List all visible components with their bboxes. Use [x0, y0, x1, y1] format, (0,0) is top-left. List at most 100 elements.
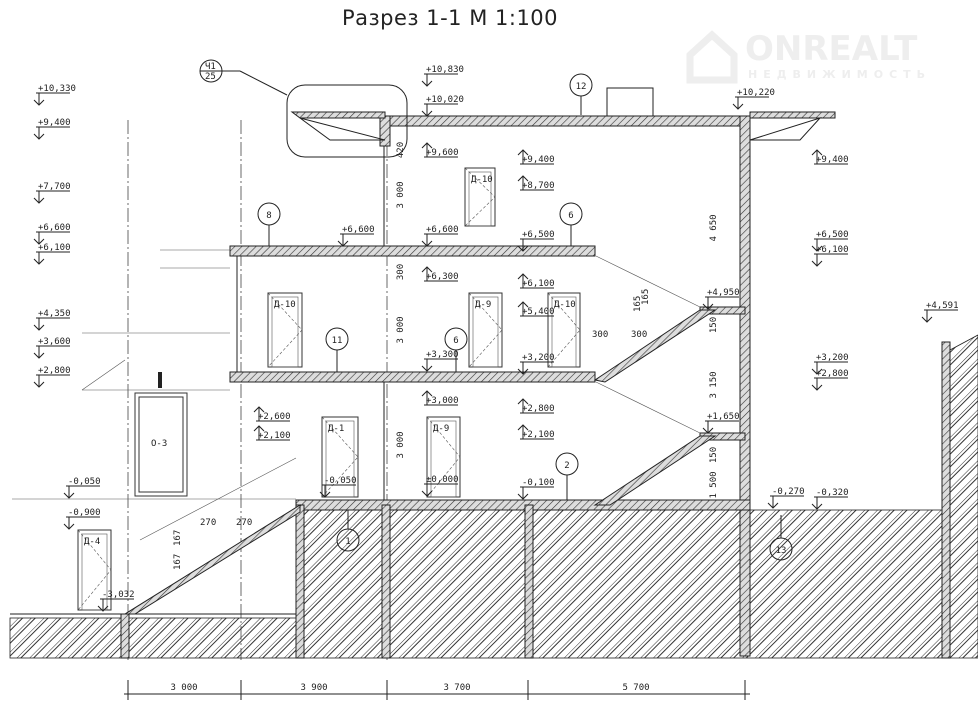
bottom-dimension: 3 700 [443, 683, 470, 693]
elevation-label: +9,400 [816, 155, 849, 165]
elevation-label: +2,600 [258, 412, 291, 422]
elevation-mark: -0,100 [517, 478, 555, 500]
bottom-dimension: 5 700 [622, 683, 649, 693]
elevation-mark: +9,400 [517, 149, 555, 165]
elevation-mark: -0,270 [767, 487, 805, 509]
elevation-label: +4,350 [38, 309, 71, 319]
vertical-dimension: 1 500 [709, 471, 719, 498]
elevation-mark: +8,700 [517, 175, 555, 191]
elevation-mark: +9,400 [33, 118, 71, 140]
drawing-title: Разрез 1-1 М 1:100 [341, 6, 559, 30]
elevation-mark: +2,100 [517, 424, 555, 440]
elevation-label: +1,650 [707, 412, 740, 422]
elevation-mark: +1,650 [702, 412, 740, 434]
vertical-dimension: 300 [396, 264, 406, 280]
elevation-mark: -0,050 [319, 476, 357, 498]
door-label: Д-10 [274, 300, 296, 310]
elevation-label: +2,100 [258, 431, 291, 441]
elevation-label: +6,600 [38, 223, 71, 233]
vertical-dimension: 3 150 [709, 371, 719, 398]
elevation-mark: +6,100 [811, 245, 849, 267]
marker-label: 2 [564, 461, 569, 471]
vertical-dimension: 3 000 [396, 316, 406, 343]
vertical-dimension: 420 [396, 142, 406, 158]
elevation-mark: +3,600 [33, 337, 71, 359]
marker-label: 6 [568, 211, 573, 221]
elevation-mark: +3,200 [517, 353, 555, 375]
elevation-mark: -3,032 [97, 590, 135, 612]
stair-dimension: 165 [633, 296, 643, 312]
elevation-label: +10,830 [426, 65, 464, 75]
marker-5: 2 [555, 452, 579, 500]
marker-label: 12 [576, 82, 587, 92]
elevation-mark: +6,100 [33, 243, 71, 265]
elevation-mark: +2,800 [811, 369, 849, 391]
stair-dimension: 270 [200, 518, 216, 528]
elevation-label: +9,400 [522, 155, 555, 165]
elevation-mark: +6,600 [337, 225, 375, 247]
callout-bottom: 25 [205, 72, 216, 82]
door: Д-4 [77, 529, 112, 611]
elevation-mark: +6,100 [517, 273, 555, 289]
window-o3: О-3 [134, 392, 188, 497]
callout-ch1-25: Ч1 25 [199, 59, 288, 96]
elevation-mark: +10,220 [732, 88, 775, 110]
elevation-label: -0,100 [522, 478, 555, 488]
vertical-dimension: 150 [709, 447, 719, 463]
bottom-dimension-line [124, 680, 750, 700]
marker-label: 11 [332, 336, 343, 346]
elevation-label: +4,950 [707, 288, 740, 298]
elevation-label: +10,220 [737, 88, 775, 98]
elevation-label: +9,400 [38, 118, 71, 128]
elevation-label: -0,050 [68, 477, 101, 487]
elevation-label: +9,600 [426, 148, 459, 158]
building-structure [12, 84, 951, 659]
elevation-label: +2,800 [816, 369, 849, 379]
elevation-mark: +10,020 [421, 95, 464, 117]
elevation-mark: +7,700 [33, 182, 71, 204]
elevation-label: +10,020 [426, 95, 464, 105]
elevation-mark: +2,800 [517, 398, 555, 414]
elevation-label: +3,600 [38, 337, 71, 347]
elevation-label: +6,500 [816, 230, 849, 240]
elevation-label: +6,500 [522, 230, 555, 240]
elevation-label: +3,000 [426, 396, 459, 406]
door-label: Д-4 [84, 537, 100, 547]
vertical-dimension: 4 650 [709, 214, 719, 241]
elevation-mark: +9,400 [811, 149, 849, 165]
elevation-label: +7,700 [38, 182, 71, 192]
elevation-label: -0,050 [324, 476, 357, 486]
door: Д-9 [426, 416, 461, 498]
marker-label: 13 [776, 546, 787, 556]
marker-2: 6 [559, 202, 583, 246]
elevation-mark: +6,500 [517, 230, 555, 252]
elevation-label: -0,320 [816, 488, 849, 498]
elevation-label: +6,100 [816, 245, 849, 255]
door-label: Д-1 [328, 424, 344, 434]
elevation-label: +2,800 [522, 404, 555, 414]
elevation-label: +2,100 [522, 430, 555, 440]
elevation-mark: +6,600 [33, 223, 71, 245]
marker-7: 13 [769, 515, 793, 561]
elevation-mark: +6,500 [811, 230, 849, 252]
stair-dimension: 167 [173, 530, 183, 546]
elevation-label: -0,900 [68, 508, 101, 518]
door-label: Д-10 [471, 175, 493, 185]
watermark-logo: ONREALT НЕДВИЖИМОСТЬ [686, 29, 925, 84]
door: Д-10 [464, 167, 496, 227]
elevation-mark: +4,350 [33, 309, 71, 331]
door: Д-9 [468, 292, 503, 368]
elevation-mark: ±0,000 [421, 475, 459, 497]
elevation-mark: +10,330 [33, 84, 76, 106]
marker-label: 1 [345, 537, 350, 547]
marker-4: 6 [444, 327, 468, 372]
elevation-label: +6,300 [426, 272, 459, 282]
marker-0: 12 [569, 73, 593, 115]
marker-3: 11 [325, 327, 349, 372]
elevation-mark: +2,600 [253, 406, 291, 422]
stair-dimension: 165 [641, 289, 651, 305]
elevation-mark: +3,200 [811, 353, 849, 375]
door: Д-1 [321, 416, 359, 498]
